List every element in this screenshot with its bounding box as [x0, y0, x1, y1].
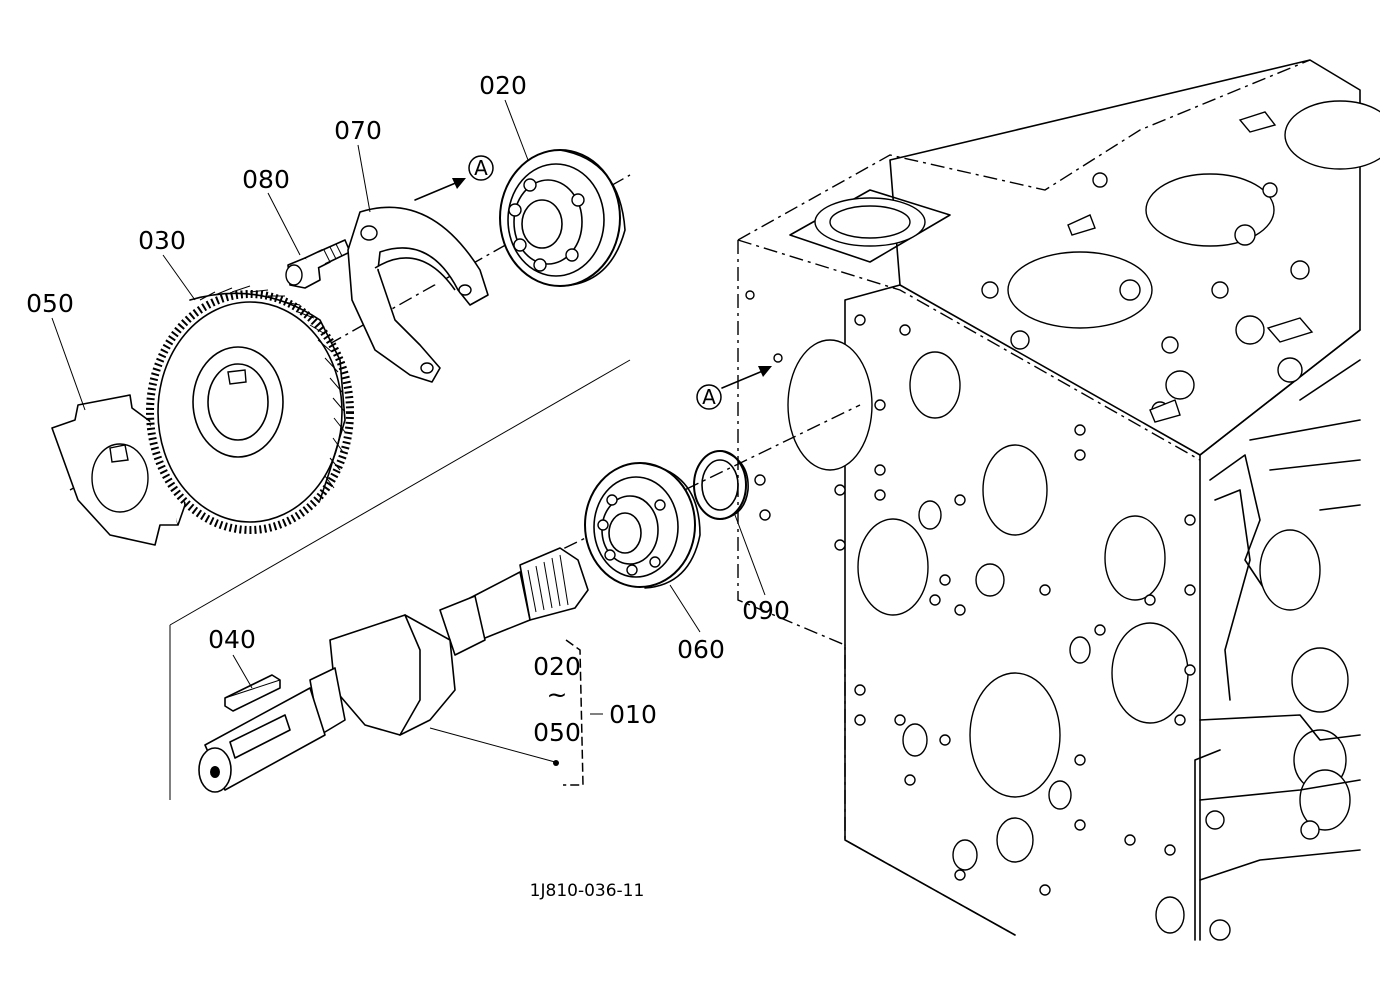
callout-a-mid: A — [696, 366, 772, 410]
shaft-assembly-frame — [169, 359, 631, 800]
label-060: 060 — [677, 635, 725, 664]
part-060-bearing — [584, 462, 701, 589]
label-070: 070 — [334, 116, 382, 145]
part-070-retainer — [347, 206, 489, 383]
label-050: 050 — [26, 289, 74, 318]
label-010: 010 — [609, 700, 657, 729]
leader-lines — [51, 99, 766, 766]
label-020: 020 — [479, 71, 527, 100]
label-080: 080 — [242, 165, 290, 194]
range-bracket — [563, 639, 584, 786]
drawing-code: 1J810-036-11 — [530, 881, 645, 901]
bolt-holes — [745, 290, 1196, 896]
label-range-from: 020 — [533, 652, 581, 681]
label-range-to: 050 — [533, 718, 581, 747]
callout-a-top-label: A — [474, 156, 488, 180]
engine-block — [737, 59, 1380, 941]
shaft-spline-hatch — [527, 554, 569, 613]
part-020-bearing — [499, 149, 626, 287]
part-030-gear — [146, 285, 354, 534]
label-090: 090 — [742, 596, 790, 625]
part-010-shaft — [198, 547, 589, 793]
part-090-ring — [693, 450, 749, 520]
label-030: 030 — [138, 226, 186, 255]
gear-teeth-hatch — [199, 285, 346, 489]
part-050-hub — [51, 394, 186, 546]
label-range-sep: ~ — [547, 680, 568, 709]
part-labels: 020 070 080 030 050 040 060 090 020 ~ 05… — [26, 71, 790, 747]
part-080-bolt — [285, 239, 351, 289]
label-040: 040 — [208, 625, 256, 654]
callout-a-top: A — [414, 155, 494, 201]
callout-a-mid-label: A — [702, 385, 716, 409]
part-040-key — [224, 674, 281, 712]
